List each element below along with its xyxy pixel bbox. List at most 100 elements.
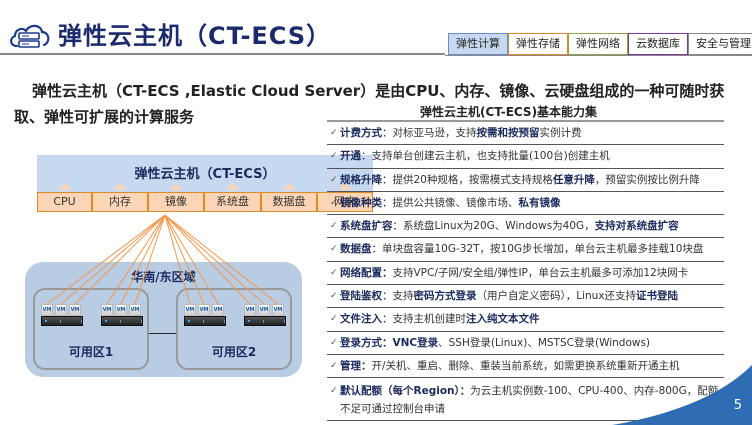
intro-text: 弹性云主机（CT-ECS ,Elastic Cloud Server）是由CPU… [14,82,725,126]
capability-label: 默认配额（每个Region） [340,385,460,398]
tab-elastic-network[interactable]: 弹性网络 [568,33,628,55]
vm-icon: VM [212,304,224,316]
capability-separator: ： [382,336,393,349]
up-arrow-icon [58,182,71,190]
vm-icon: VM [129,304,141,316]
tab-elastic-compute[interactable]: 弹性计算 [448,33,508,55]
capabilities-list: ✓计费方式：对标亚马逊，支持按需和按预留实例计费✓开通：支持单台创建云主机，也支… [327,122,724,422]
capability-text: 对标亚马逊，支持 [392,127,477,139]
capability-text: 证书登陆 [636,290,679,303]
tab-cloud-database[interactable]: 云数据库 [628,33,688,55]
capability-separator: ： [371,243,383,256]
vm-icon: VM [184,304,196,316]
server-icon [184,316,226,326]
capability-separator: ： [382,196,393,209]
capability-item: ✓数据盘：单块盘容量10G-32T，按10G步长增加，单台云主机最多挂载10块盘 [327,238,724,262]
capability-item: ✓网络配置：支持VPC/子网/安全组/弹性IP，单台云主机最多可添加12块网卡 [327,262,724,286]
check-icon: ✓ [330,360,338,371]
vm-icon: VM [69,304,81,316]
zone-label: 可用区2 [211,345,257,359]
capability-item: ✓计费方式：对标亚马逊，支持按需和按预留实例计费 [327,122,724,146]
check-icon: ✓ [330,267,338,278]
capability-item: ✓文件注入：支持主机创建时注入纯文本文件 [327,308,724,332]
capability-text: 提供20种规格，按需模式支持规格 [392,173,553,186]
up-arrow-icon [226,182,239,190]
capability-text: 私有镜像 [518,196,561,209]
capability-text: 注入纯文本文件 [466,313,540,326]
server-icon [101,316,143,326]
capability-text: 提供公共镜像、镜像市场、 [392,196,519,209]
capability-text: 单块盘容量10G-32T，按10G步长增加，单台云主机最多挂载10块盘 [382,243,704,256]
check-icon: ✓ [330,291,338,302]
tab-elastic-storage[interactable]: 弹性存储 [508,33,568,55]
page-number: 5 [733,398,742,413]
capability-label: 计费方式 [340,127,382,139]
zone-label: 可用区1 [68,345,114,359]
capability-text: 支持对系统盘扩容 [594,220,679,233]
vm-icon: VM [272,304,284,316]
check-icon: ✓ [330,314,338,325]
capability-text: 为云主机实例数-100、CPU-400、内存-800G，配额不足可通过控制台申请 [340,385,719,416]
cloud-server-icon [10,24,50,48]
capability-separator: ： [361,359,372,372]
capability-text: ，预留实例按比例升降 [594,173,700,186]
check-icon: ✓ [330,128,338,138]
capability-label: 登录方式 [340,336,382,349]
check-icon: ✓ [330,221,338,232]
capability-label: 开通 [340,150,361,163]
capability-separator: ： [382,266,393,279]
capability-separator: ： [459,385,471,398]
tab-security-management[interactable]: 安全与管理 [688,33,752,55]
region-title: 华南/东区域 [131,270,196,284]
capability-item: ✓镜像种类：提供公共镜像、镜像市场、私有镜像 [327,192,724,216]
capability-text: 按需和按预留 [476,127,540,139]
resource-cell: 网卡 [317,192,373,212]
capability-label: 管理 [340,359,361,372]
vm-icon: VM [244,304,256,316]
capability-label: 系统盘扩容 [340,220,393,233]
check-icon: ✓ [330,151,338,162]
capabilities-divider [327,120,724,122]
capability-text: 实例计费 [539,127,582,139]
corner-decoration [612,365,752,425]
server-icon [244,316,286,326]
capability-separator: ： [382,313,393,326]
capability-text: 支持主机创建时 [392,313,467,326]
resource-cell: 镜像 [148,192,204,212]
capability-text: 支持单台创建云主机，也支持批量(100台)创建主机 [371,150,610,163]
vm-icon: VM [115,304,127,316]
capability-text: 密码方式登录 [413,290,477,303]
capability-text: 系统盘Linux为20G、Windows为40G， [403,220,595,233]
capability-text: 任意升降 [552,173,595,186]
capability-item: ✓规格升降：提供20种规格，按需模式支持规格任意升降，预留实例按比例升降 [327,169,724,192]
capability-label: 规格升降 [340,173,382,186]
header-divider [0,53,445,55]
check-icon: ✓ [330,337,338,348]
category-tabs: 弹性计算 弹性存储 弹性网络 云数据库 安全与管理 [448,33,752,55]
check-icon: ✓ [330,174,338,185]
capability-label: 文件注入 [340,313,382,326]
capability-item: ✓默认配额（每个Region）：为云主机实例数-100、CPU-400、内存-8… [327,378,724,422]
page-title: 弹性云主机（CT-ECS） [58,22,332,50]
capability-item: ✓系统盘扩容：系统盘Linux为20G、Windows为40G，支持对系统盘扩容 [327,215,724,239]
up-arrow-icon [114,182,126,190]
up-arrow-icon [283,182,295,190]
capability-item: ✓登陆鉴权：支持密码方式登录（用户自定义密码），Linux还支持证书登陆 [327,285,724,309]
capability-separator: ： [382,127,393,139]
capability-label: 数据盘 [340,243,372,256]
check-icon: ✓ [330,197,338,208]
resource-cell: 数据盘 [261,192,317,212]
capability-text: VNC登录 [392,336,439,349]
resource-cell: CPU [37,192,92,212]
check-icon: ✓ [330,244,338,255]
capability-text: （用户自定义密码），Linux还支持 [476,290,637,303]
vm-icon: VM [258,304,270,316]
capability-item: ✓登录方式：VNC登录、SSH登录(Linux)、MSTSC登录(Windows… [327,332,724,355]
